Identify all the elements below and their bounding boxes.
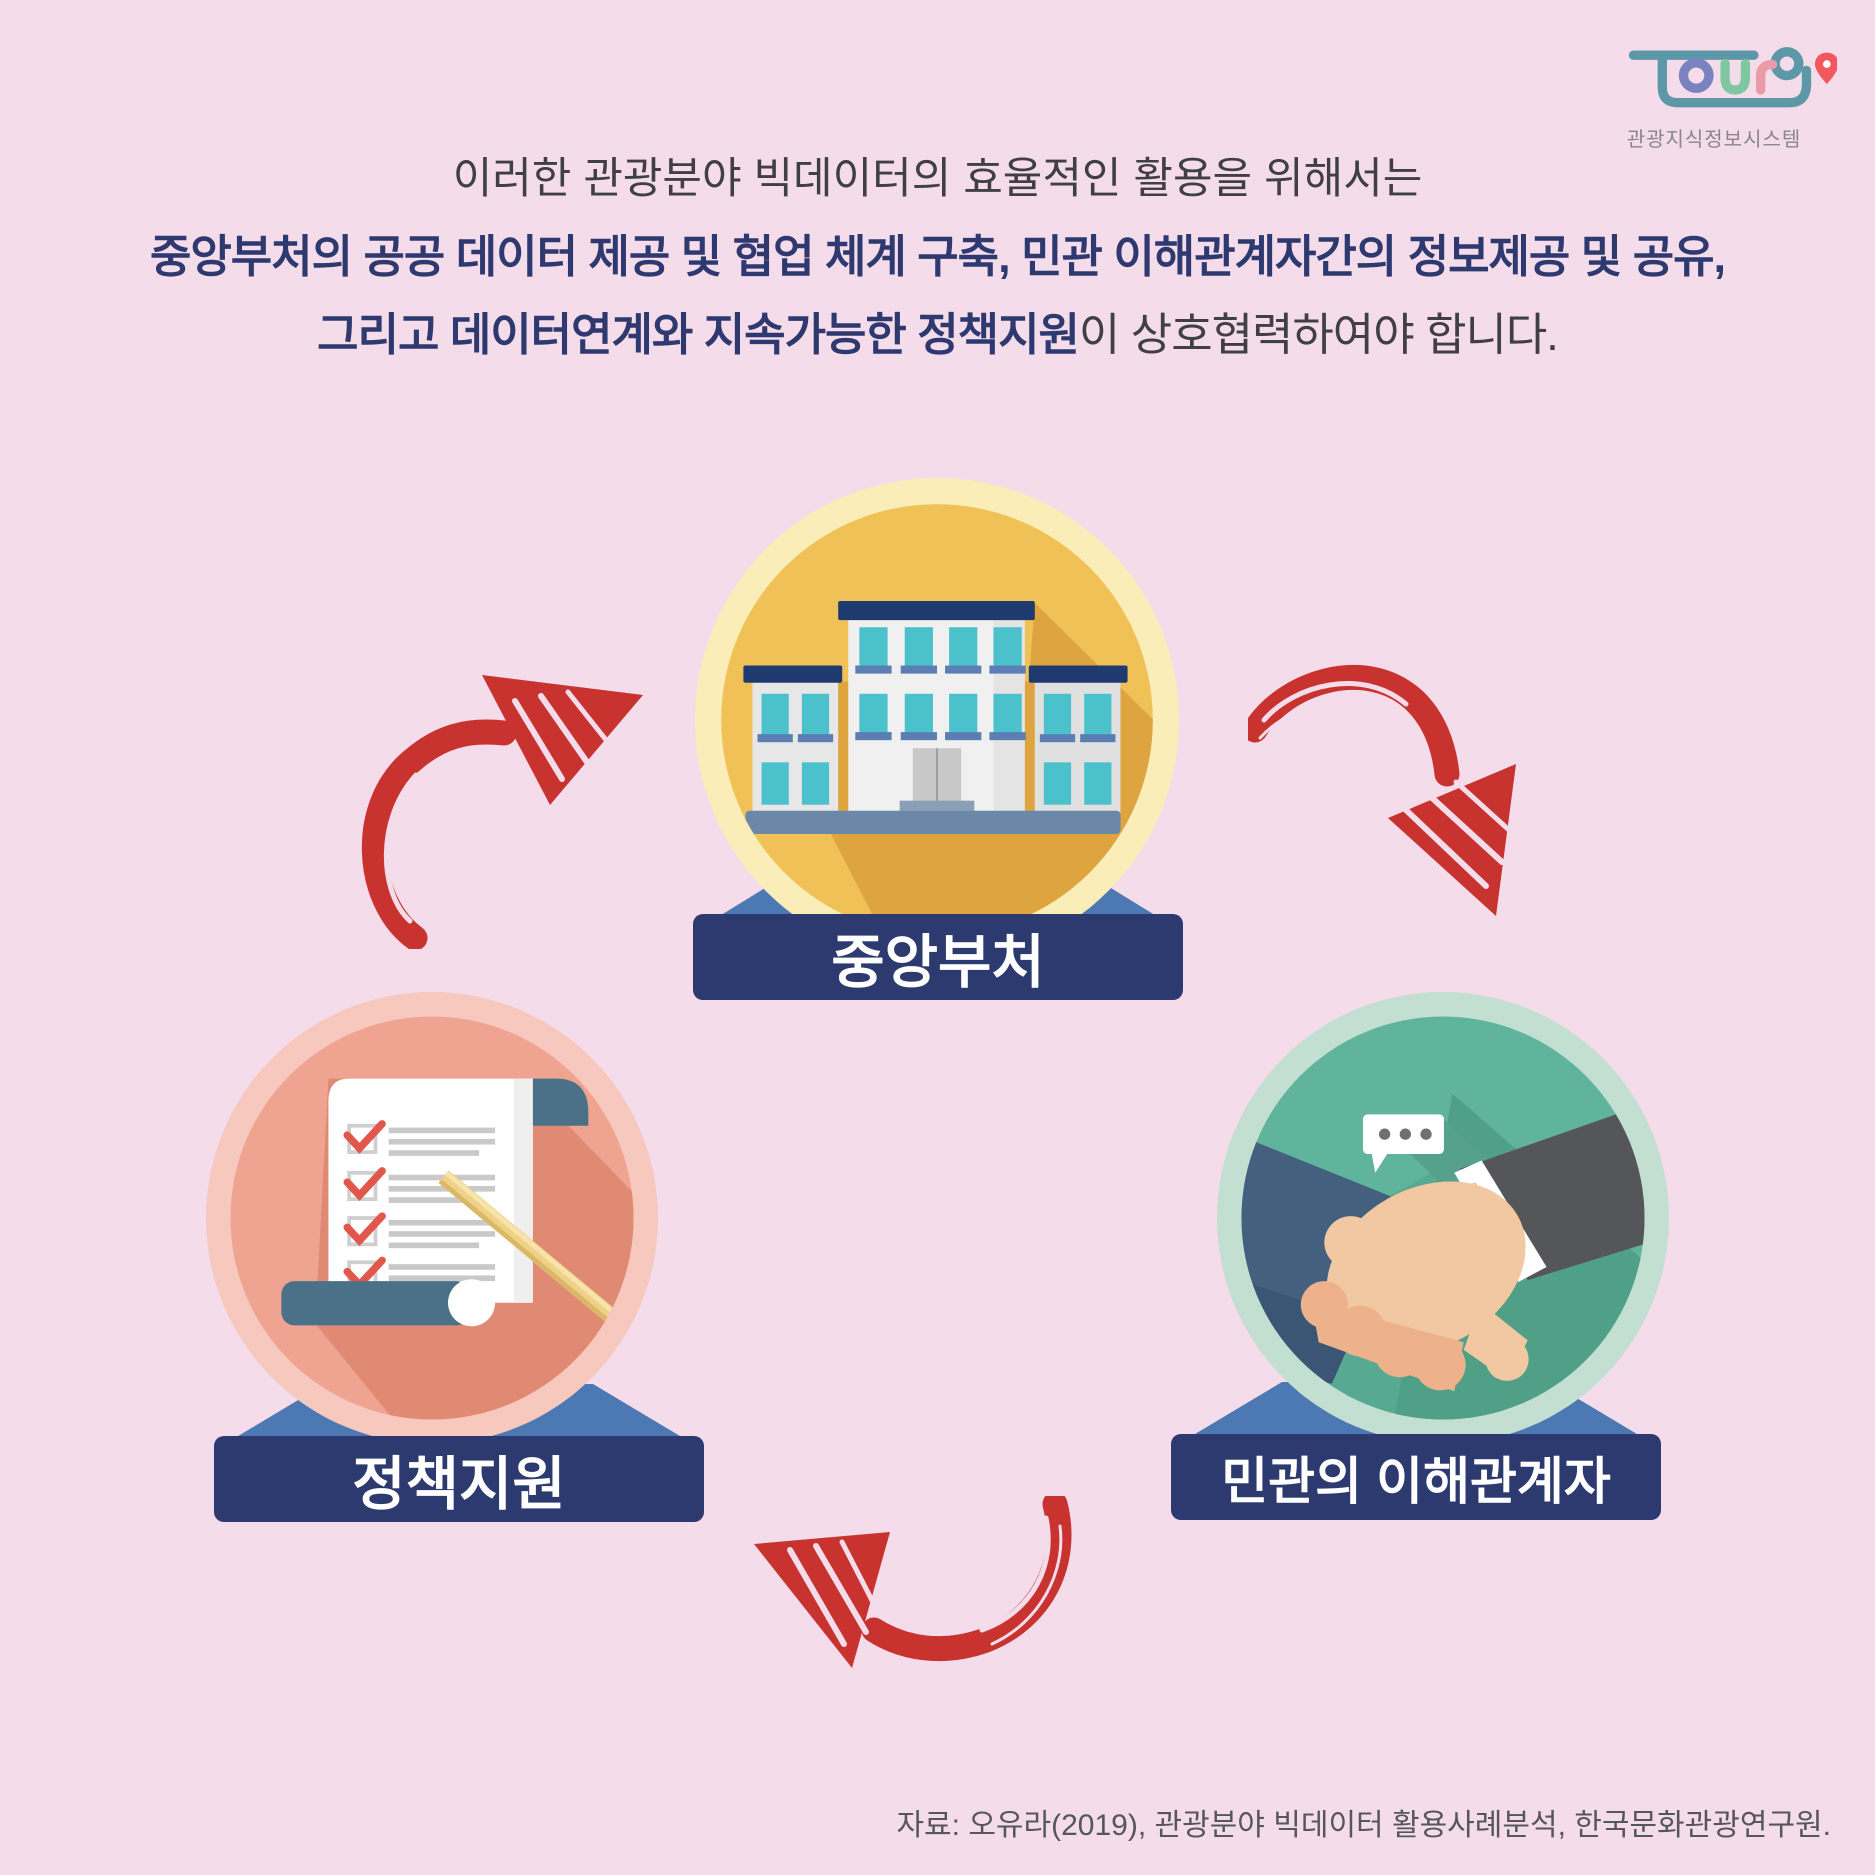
- intro-line-3: 그리고 데이터연계와 지속가능한 정책지원이 상호협력하여야 합니다.: [0, 296, 1875, 374]
- clasped-hands: [1300, 1181, 1529, 1392]
- node-label: 정책지원: [352, 1452, 566, 1517]
- node-label: 중앙부처: [831, 930, 1045, 995]
- logo-letter-u: [1720, 58, 1751, 95]
- tourg-wordmark-icon: [1628, 47, 1837, 108]
- checklist-art: [281, 1078, 634, 1420]
- source-citation: 자료: 오유라(2019), 관광분야 빅데이터 활용사례분석, 한국문화관광연…: [896, 1809, 1831, 1842]
- location-pin-hole: [1823, 60, 1831, 68]
- logo-letter-r: [1756, 59, 1778, 95]
- label-banner-policy-support: 정책지원: [214, 1436, 704, 1522]
- handshake-art: [1241, 1093, 1645, 1420]
- arrow-policy-to-central-icon: [361, 675, 643, 949]
- policy-checklist-icon: [206, 992, 658, 1444]
- arrow-stakeholders-to-policy-icon: [754, 1496, 1072, 1668]
- tourg-logo: 관광지식정보시스템: [1625, 38, 1837, 152]
- intro-text: 이러한 관광분야 빅데이터의 효율적인 활용을 위해서는 중앙부처의 공공 데이…: [0, 140, 1875, 374]
- logo-letter-o: [1678, 58, 1714, 93]
- label-banner-stakeholders: 민관의 이해관계자: [1171, 1434, 1661, 1520]
- location-pin-icon: [1814, 52, 1837, 85]
- node-label: 민관의 이해관계자: [1221, 1453, 1611, 1510]
- building-art: [743, 601, 1153, 936]
- logo-letter-g-bowl: [1770, 47, 1804, 81]
- logo-letter-t-stem-and-frame: [1657, 50, 1812, 108]
- intro-line-3-bold: 그리고 데이터연계와 지속가능한 정책지원: [317, 309, 1080, 360]
- handshake-icon: [1217, 992, 1669, 1444]
- arrow-central-to-stakeholders-icon: [1248, 665, 1516, 916]
- label-banner-central-government: 중앙부처: [693, 914, 1183, 1000]
- government-building-icon: [695, 478, 1179, 962]
- logo-caption: 관광지식정보시스템: [1626, 129, 1802, 151]
- speech-bubble-icon: [1362, 1114, 1444, 1173]
- intro-line-3-regular: 이 상호협력하여야 합니다.: [1078, 309, 1559, 360]
- intro-line-2: 중앙부처의 공공 데이터 제공 및 협업 체계 구축, 민관 이해관계자간의 정…: [149, 231, 1726, 282]
- intro-line-1: 이러한 관광분야 빅데이터의 효율적인 활용을 위해서는: [452, 155, 1423, 203]
